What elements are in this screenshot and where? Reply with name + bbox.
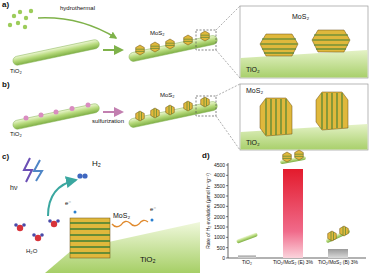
tick-label: 1000 <box>214 235 225 240</box>
material-label: TiO₂ <box>246 139 260 146</box>
tick-label: 0 <box>222 256 225 261</box>
category-label: TiO₂ <box>225 260 269 266</box>
category-label: TiO₂/MoS₂ (E) 3% <box>271 260 315 266</box>
panel-letter: b) <box>2 81 10 89</box>
material-label: MoS₂ <box>150 30 165 36</box>
light-label: hν <box>10 184 17 191</box>
panel-letter: c) <box>2 153 9 161</box>
electron-label: e⁻ <box>150 206 157 212</box>
material-label: MoS₂ <box>113 212 130 219</box>
panel-letter: d) <box>202 152 210 160</box>
material-label: TiO₂ <box>140 256 156 264</box>
tick-label: 2000 <box>214 214 225 219</box>
material-label: MoS₂ <box>292 13 309 20</box>
material-label: TiO₂ <box>246 66 260 73</box>
tick-label: 3000 <box>214 194 225 199</box>
material-label: TiO₂ <box>10 68 22 74</box>
tick-label: 4000 <box>214 173 225 178</box>
process-label: hydrothermal <box>60 5 95 11</box>
tick-label: 500 <box>217 245 225 250</box>
axis-title: Rate of H₂ evolution (μmol h⁻¹g⁻¹) <box>206 173 211 249</box>
material-label: MoS₂ <box>160 92 175 98</box>
tick-label: 3500 <box>214 183 225 188</box>
material-label: MoS₂ <box>246 87 263 94</box>
tick-label: 2500 <box>214 204 225 209</box>
tick-label: 4500 <box>214 163 225 168</box>
panel-letter: a) <box>2 1 9 9</box>
tick-label: 1500 <box>214 225 225 230</box>
process-label: sulfurization <box>92 118 124 124</box>
molecule-label: H₂O <box>26 248 37 254</box>
electron-label: e⁻ <box>65 200 72 206</box>
material-label: TiO₂ <box>10 131 22 137</box>
category-label: TiO₂/MoS₂ (B) 3% <box>316 260 360 266</box>
molecule-label: H₂ <box>92 160 101 168</box>
